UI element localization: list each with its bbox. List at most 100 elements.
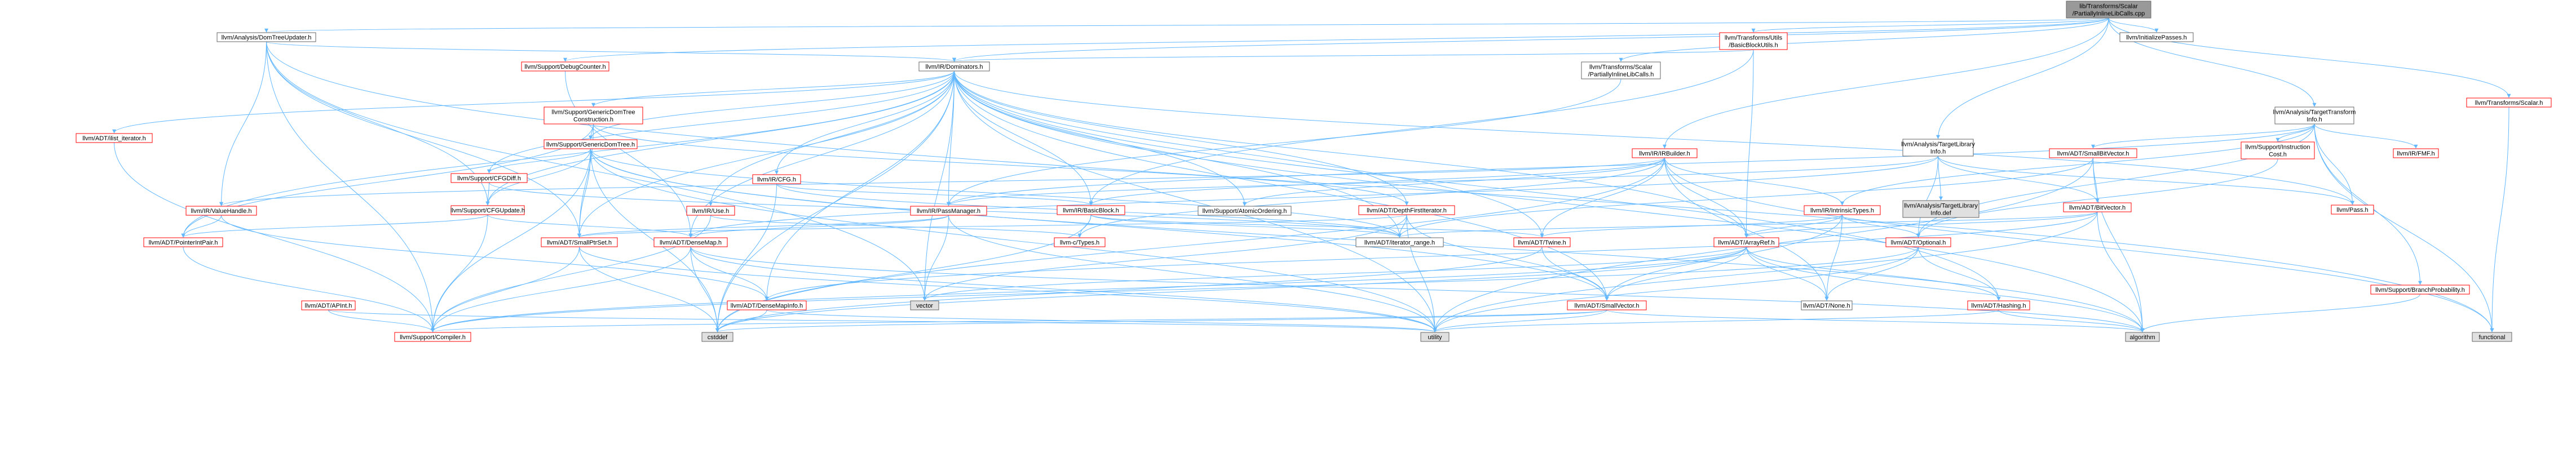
node-box[interactable] [1355, 237, 1444, 247]
node-domtreeupdater[interactable]: llvm/Analysis/DomTreeUpdater.h [216, 32, 316, 42]
node-box[interactable] [2472, 332, 2512, 342]
node-box[interactable] [544, 139, 638, 149]
node-pilcheader[interactable]: llvm/Transforms/Scalar/PartiallyInlineLi… [1581, 61, 1661, 79]
node-box[interactable] [2393, 148, 2439, 158]
node-densemap[interactable]: llvm/ADT/DenseMap.h [653, 237, 728, 247]
node-apint[interactable]: llvm/ADT/APInt.h [301, 300, 356, 310]
node-transformsscalar[interactable]: llvm/Transforms/Scalar.h [2466, 97, 2552, 108]
node-box[interactable] [185, 206, 257, 216]
node-basicblock[interactable]: llvm/IR/BasicBlock.h [1057, 205, 1125, 215]
node-box[interactable] [1632, 148, 1698, 158]
node-vector[interactable]: vector [910, 300, 939, 310]
node-box[interactable] [1057, 205, 1125, 215]
node-twine[interactable]: llvm/ADT/Twine.h [1513, 237, 1571, 247]
node-basicblockutils[interactable]: llvm/Transforms/Utils/BasicBlockUtils.h [1719, 32, 1788, 50]
node-debugcounter[interactable]: llvm/Support/DebugCounter.h [521, 61, 609, 72]
node-irbuilder[interactable]: llvm/IR/IRBuilder.h [1632, 148, 1698, 158]
node-box[interactable] [1801, 300, 1853, 310]
node-depthfirstiterator[interactable]: llvm/ADT/DepthFirstIterator.h [1358, 205, 1455, 215]
node-bitvector[interactable]: llvm/ADT/BitVector.h [2063, 202, 2132, 212]
node-box[interactable] [143, 237, 223, 247]
node-box[interactable] [2370, 285, 2470, 295]
node-pass[interactable]: llvm/Pass.h [2331, 205, 2374, 215]
node-pointerintpair[interactable]: llvm/ADT/PointerIntPair.h [143, 237, 223, 247]
node-box[interactable] [301, 300, 356, 310]
node-smallptrset[interactable]: llvm/ADT/SmallPtrSet.h [541, 237, 618, 247]
node-passmanager[interactable]: llvm/IR/PassManager.h [910, 206, 987, 216]
node-cfgdiff[interactable]: llvm/Support/CFGDiff.h [450, 173, 528, 183]
node-box[interactable] [1420, 332, 1450, 342]
node-box[interactable] [450, 173, 528, 183]
node-box[interactable] [1902, 200, 1980, 218]
node-iteratorrange[interactable]: llvm/ADT/iterator_range.h [1355, 237, 1444, 247]
node-intrinsictypes[interactable]: llvm/IR/IntrinsicTypes.h [1804, 205, 1881, 215]
node-valuehandle[interactable]: llvm/IR/ValueHandle.h [185, 206, 257, 216]
node-box[interactable] [701, 332, 734, 342]
node-box[interactable] [1513, 237, 1571, 247]
node-ircfg[interactable]: llvm/IR/CFG.h [752, 174, 801, 184]
node-box[interactable] [1967, 300, 2030, 310]
node-box[interactable] [1581, 61, 1661, 79]
node-box[interactable] [1885, 237, 1951, 247]
node-box[interactable] [653, 237, 728, 247]
node-box[interactable] [2119, 32, 2194, 42]
node-algorithm[interactable]: algorithm [2125, 332, 2160, 342]
node-smallvector[interactable]: llvm/ADT/SmallVector.h [1567, 300, 1647, 310]
node-box[interactable] [1713, 237, 1779, 247]
node-box[interactable] [2063, 202, 2132, 212]
node-box[interactable] [2241, 141, 2315, 159]
node-box[interactable] [2125, 332, 2160, 342]
node-functional[interactable]: functional [2472, 332, 2512, 342]
node-box[interactable] [216, 32, 316, 42]
node-iruse[interactable]: llvm/IR/Use.h [686, 206, 735, 216]
node-initializepasses[interactable]: llvm/InitializePasses.h [2119, 32, 2194, 42]
node-box[interactable] [910, 300, 939, 310]
node-branchprobability[interactable]: llvm/Support/BranchProbability.h [2370, 285, 2470, 295]
node-box[interactable] [1804, 205, 1881, 215]
node-box[interactable] [686, 206, 735, 216]
node-arrayref[interactable]: llvm/ADT/ArrayRef.h [1713, 237, 1779, 247]
node-box[interactable] [1719, 32, 1788, 50]
node-box[interactable] [727, 300, 807, 310]
node-ctypes[interactable]: llvm-c/Types.h [1054, 237, 1106, 247]
node-densemapinfo[interactable]: llvm/ADT/DenseMapInfo.h [727, 300, 807, 310]
node-box[interactable] [1198, 206, 1292, 216]
node-hashing[interactable]: llvm/ADT/Hashing.h [1967, 300, 2030, 310]
node-box[interactable] [752, 174, 801, 184]
node-box[interactable] [1567, 300, 1647, 310]
node-fmf[interactable]: llvm/IR/FMF.h [2393, 148, 2439, 158]
node-box[interactable] [541, 237, 618, 247]
node-smallbitvector[interactable]: llvm/ADT/SmallBitVector.h [2049, 148, 2137, 158]
node-compiler[interactable]: llvm/Support/Compiler.h [394, 332, 471, 342]
node-box[interactable] [2049, 148, 2137, 158]
node-box[interactable] [2274, 106, 2354, 125]
node-box[interactable] [1358, 205, 1455, 215]
node-box[interactable] [1054, 237, 1106, 247]
node-ilist_iterator[interactable]: llvm/ADT/ilist_iterator.h [76, 133, 153, 143]
node-cstddef[interactable]: cstddef [701, 332, 734, 342]
node-root[interactable]: lib/Transforms/Scalar/PartiallyInlineLib… [2066, 1, 2151, 19]
node-utility[interactable]: utility [1420, 332, 1450, 342]
node-box[interactable] [2066, 1, 2151, 19]
node-none[interactable]: llvm/ADT/None.h [1801, 300, 1853, 310]
node-box[interactable] [394, 332, 471, 342]
node-gdtconstruction[interactable]: llvm/Support/GenericDomTreeConstruction.… [544, 106, 643, 125]
node-box[interactable] [450, 205, 525, 215]
node-box[interactable] [910, 206, 987, 216]
node-cfgupdate[interactable]: llvm/Support/CFGUpdate.h [450, 205, 525, 215]
node-box[interactable] [76, 133, 153, 143]
node-gdt[interactable]: llvm/Support/GenericDomTree.h [544, 139, 638, 149]
node-box[interactable] [1902, 139, 1974, 157]
node-atomicordering[interactable]: llvm/Support/AtomicOrdering.h [1198, 206, 1292, 216]
node-optional[interactable]: llvm/ADT/Optional.h [1885, 237, 1951, 247]
node-box[interactable] [521, 61, 609, 72]
node-dominators[interactable]: llvm/IR/Dominators.h [918, 61, 990, 72]
node-box[interactable] [544, 106, 643, 125]
node-box[interactable] [918, 61, 990, 72]
node-box[interactable] [2466, 97, 2552, 108]
node-box[interactable] [2331, 205, 2374, 215]
